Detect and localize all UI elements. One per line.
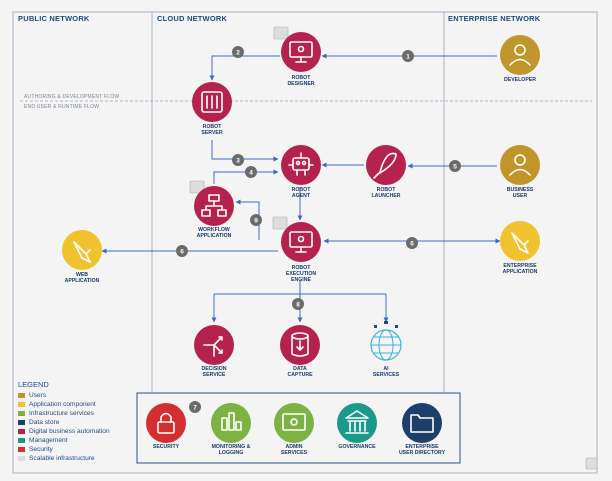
zone-title-cloud: CLOUD NETWORK bbox=[157, 14, 228, 23]
infrastructure-box bbox=[136, 392, 461, 464]
developer-label: DEVELOPER bbox=[504, 77, 536, 83]
step-number: 8 bbox=[296, 302, 300, 309]
connector-engine-workflow bbox=[235, 199, 260, 240]
step-badge bbox=[449, 160, 461, 172]
ai-services-icon bbox=[370, 321, 402, 361]
robot-agent-icon bbox=[281, 145, 321, 185]
legend-item: Infrastructure services bbox=[18, 409, 94, 417]
scalable-tag-workflow bbox=[189, 180, 205, 194]
step-badge bbox=[406, 237, 418, 249]
runtime-flow-label: END USER & RUNTIME FLOW bbox=[24, 104, 100, 110]
legend-item: Digital business automation bbox=[18, 427, 110, 435]
step-badge bbox=[189, 401, 201, 413]
step-number: 7 bbox=[193, 405, 197, 412]
legend-swatch bbox=[18, 455, 25, 461]
legend-swatch bbox=[18, 428, 25, 434]
step-number: 4 bbox=[249, 170, 253, 177]
legend-swatch bbox=[18, 392, 25, 398]
legend-item: Application component bbox=[18, 400, 96, 408]
zone-title-public: PUBLIC NETWORK bbox=[18, 14, 90, 23]
legend-item: Users bbox=[18, 391, 46, 399]
step-number: 6 bbox=[410, 241, 414, 248]
robot-launcher-icon bbox=[366, 145, 406, 185]
legend-item: Data store bbox=[18, 418, 59, 426]
legend-item: Scalable infrastructure bbox=[18, 454, 95, 462]
step-badges bbox=[176, 46, 461, 413]
legend-swatch bbox=[18, 401, 25, 407]
zone-title-enterprise: ENTERPRISE NETWORK bbox=[448, 14, 541, 23]
monitoring-label: MONITORING &LOGGING bbox=[211, 444, 251, 457]
connector-designer-server bbox=[209, 55, 280, 81]
connector-server-agent bbox=[211, 140, 279, 162]
scalable-tag-engine bbox=[272, 216, 288, 230]
outer-frame bbox=[12, 11, 598, 474]
step-badge bbox=[232, 46, 244, 58]
step-badge bbox=[250, 214, 262, 226]
step-number: 3 bbox=[236, 158, 240, 165]
governance-icon bbox=[337, 403, 377, 443]
legend-swatch bbox=[18, 419, 25, 425]
security-label: SECURITY bbox=[152, 444, 180, 450]
authoring-flow-label: AUTHORING & DEVELOPMENT FLOW bbox=[24, 94, 120, 100]
legend-title: LEGEND bbox=[18, 380, 49, 389]
step-number: 6 bbox=[180, 249, 184, 256]
legend-item: Security bbox=[18, 445, 53, 453]
step-number: 2 bbox=[236, 50, 240, 57]
step-badge bbox=[176, 245, 188, 257]
step-number: 5 bbox=[453, 164, 457, 171]
governance-label: GOVERNANCE bbox=[338, 444, 376, 450]
legend-item: Management bbox=[18, 436, 68, 444]
step-badge bbox=[292, 298, 304, 310]
step-badge bbox=[245, 166, 257, 178]
node-circles bbox=[62, 32, 540, 443]
step-number: 9 bbox=[254, 218, 258, 225]
legend-swatch bbox=[18, 446, 25, 452]
user-directory-icon bbox=[402, 403, 442, 443]
step-badge bbox=[232, 154, 244, 166]
legend-swatch bbox=[18, 437, 25, 443]
connector-engine-services bbox=[213, 280, 387, 322]
step-number: 1 bbox=[406, 54, 410, 61]
scalable-tag-designer bbox=[273, 26, 289, 40]
security-icon bbox=[146, 403, 186, 443]
legend-swatch bbox=[18, 410, 25, 416]
admin-services-icon bbox=[274, 403, 314, 443]
step-badge bbox=[402, 50, 414, 62]
monitoring-icon bbox=[211, 403, 251, 443]
scalable-tag-infrastructure bbox=[585, 457, 598, 470]
